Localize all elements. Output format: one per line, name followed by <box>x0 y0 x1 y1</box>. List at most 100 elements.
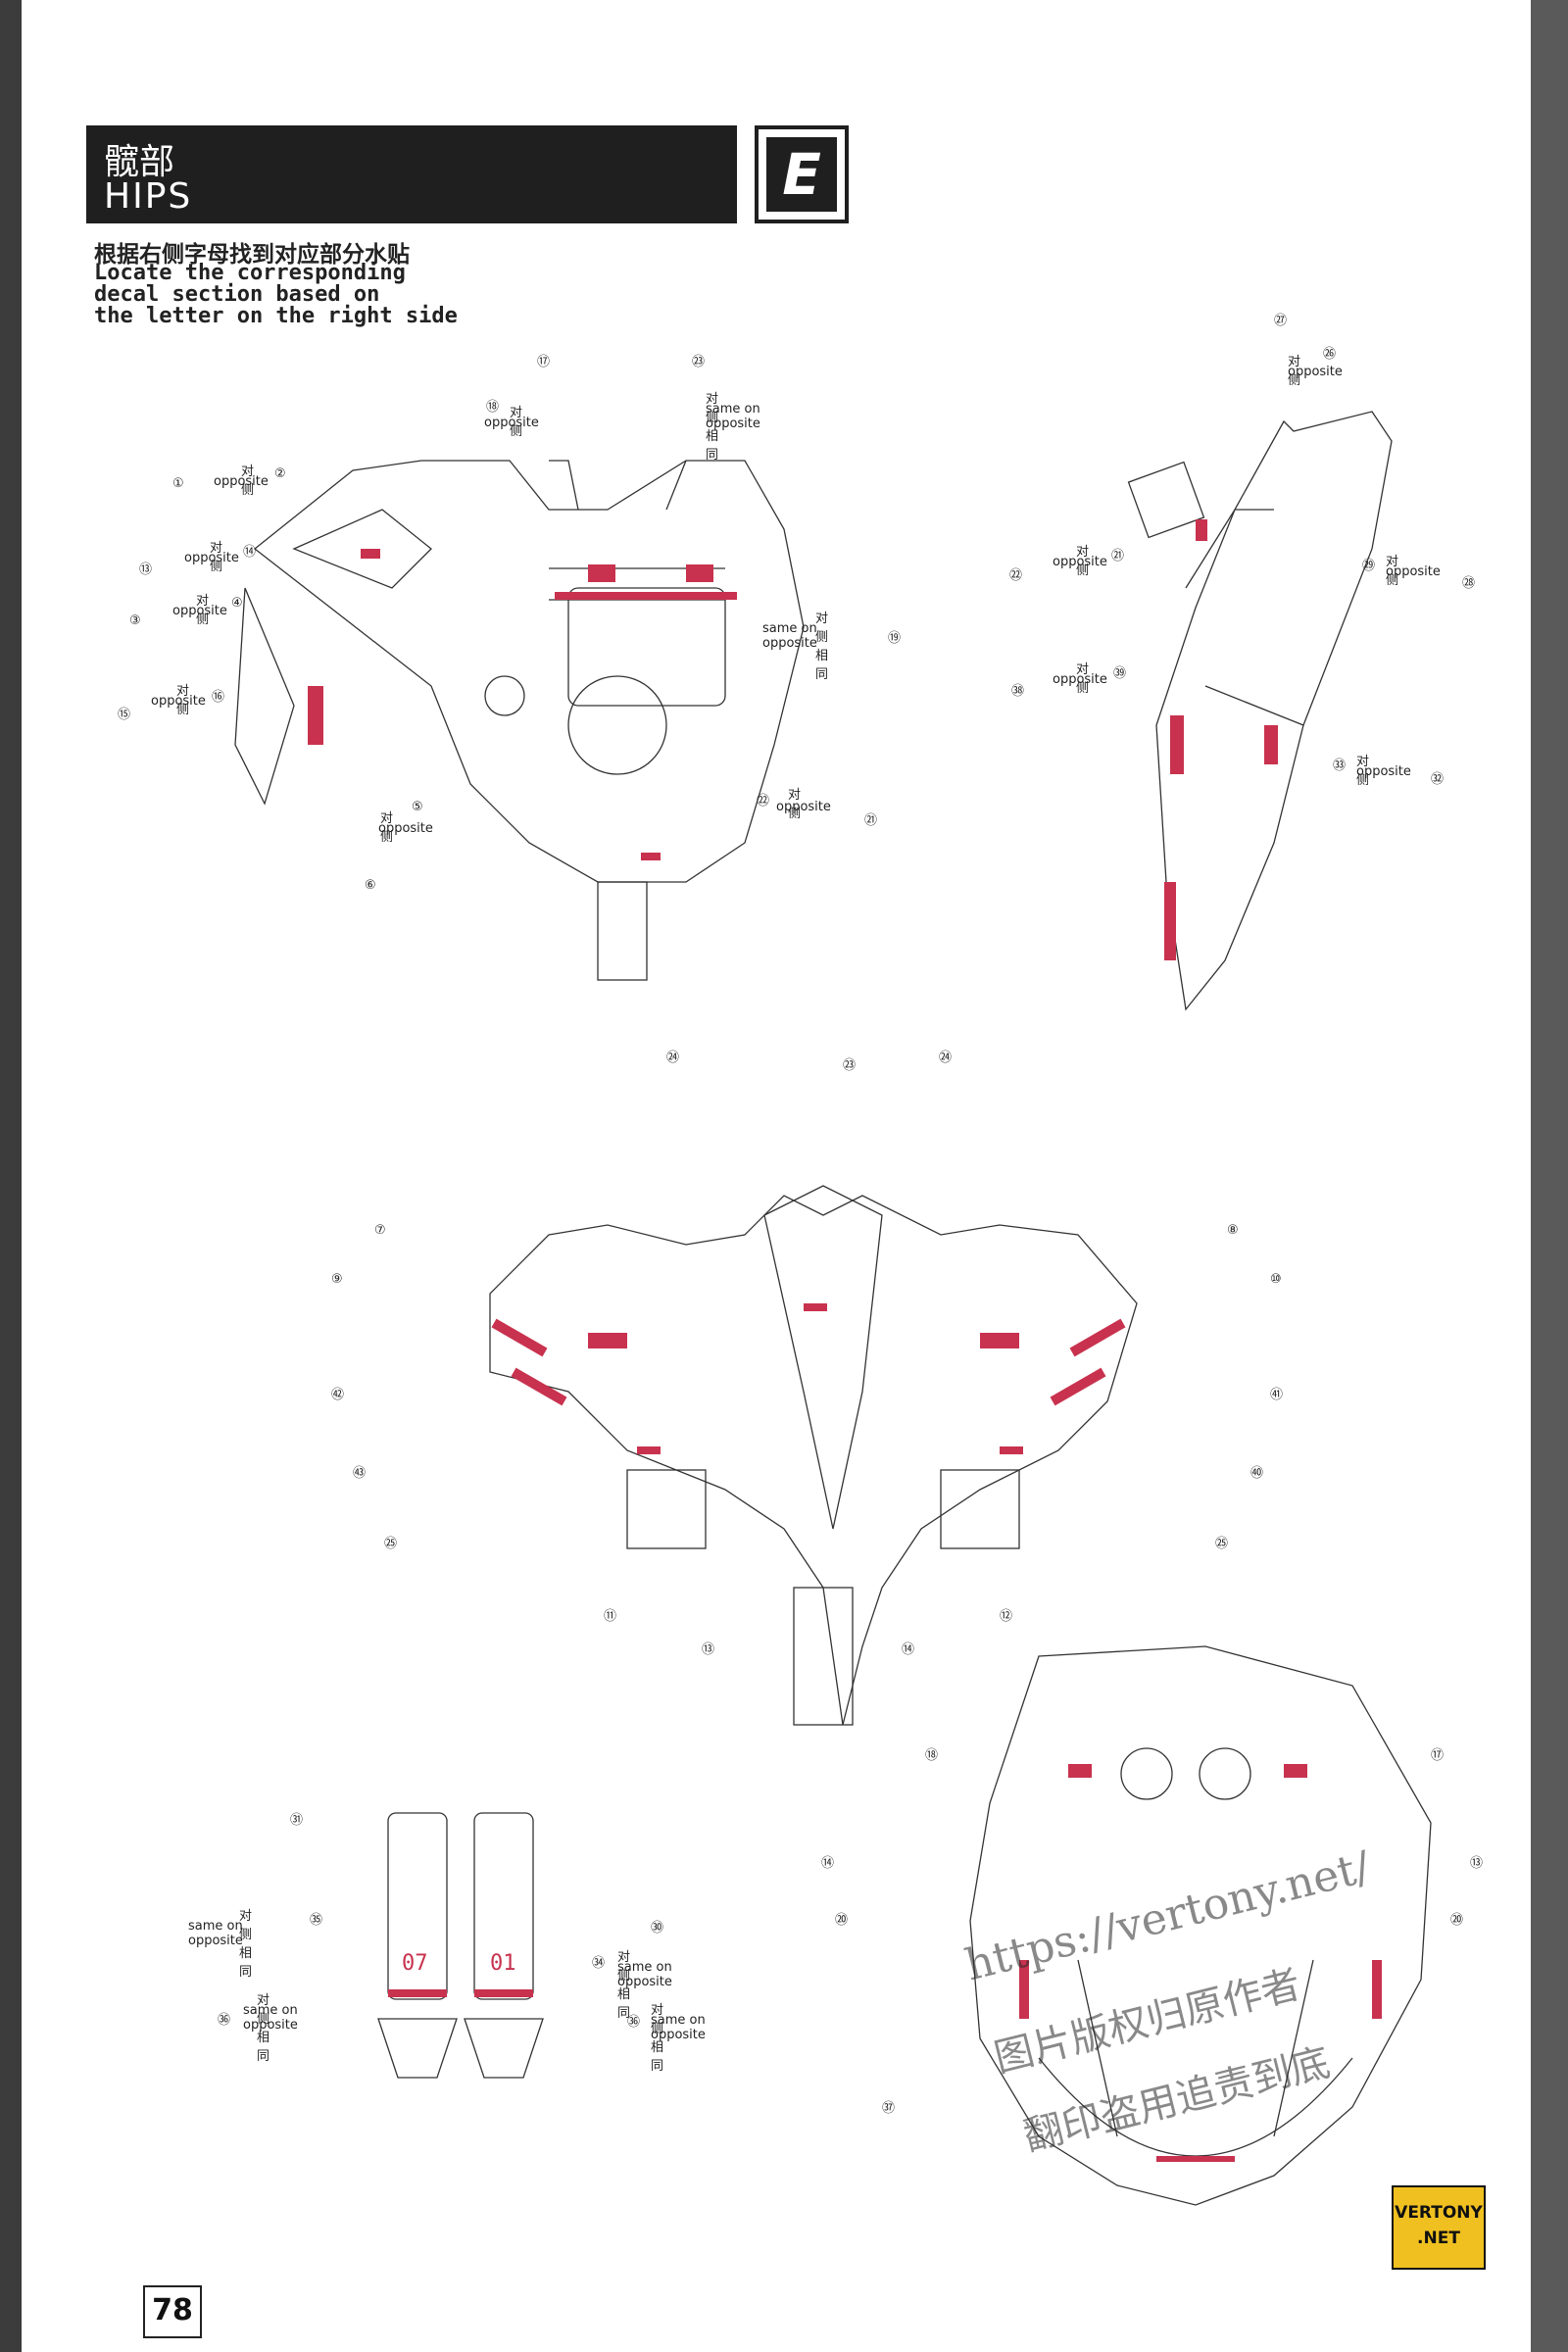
title-chinese: 髋部 <box>104 142 175 182</box>
callout-35: ㉟ <box>310 1913 323 1928</box>
callout-21-label-cn: 对侧 <box>788 788 802 821</box>
center-num: ⑫ <box>1000 1609 1013 1624</box>
instruction-english: Locate the corresponding decal section b… <box>94 261 458 328</box>
center-num: ⑬ <box>702 1642 715 1657</box>
callout-28-label: opposite <box>1386 564 1441 579</box>
logo-line2: .NET <box>1417 2229 1460 2248</box>
center-num: ㉔ <box>666 1051 680 1065</box>
callout-32: ㉜ <box>1431 772 1445 787</box>
callout-21-label: opposite <box>776 800 831 814</box>
callout-35-label: same on opposite <box>188 1919 243 1948</box>
callout-13-label: opposite <box>184 551 239 565</box>
callout-38-pair: ㊴ <box>1113 666 1127 681</box>
center-num: ㉔ <box>939 1051 953 1065</box>
bottom-num: ㉚ <box>651 1921 664 1936</box>
callout-18-label: opposite <box>484 416 539 430</box>
center-num: ㉕ <box>384 1537 398 1551</box>
center-num: ㊸ <box>353 1466 367 1481</box>
callout-15: ⑮ <box>118 708 131 722</box>
callout-22-right-pair: ㉑ <box>1111 549 1125 564</box>
callout-3-label-cn: 对侧 <box>196 594 210 627</box>
callout-38-label-cn: 对侧 <box>1076 662 1090 696</box>
callout-5-pair: ⑥ <box>365 878 376 893</box>
callout-18: ⑱ <box>486 400 500 415</box>
callout-3-pair: ④ <box>231 596 243 611</box>
center-num: ⑭ <box>902 1642 915 1657</box>
callout-17: ⑰ <box>537 355 551 369</box>
callout-22-right-label: opposite <box>1053 555 1107 569</box>
callout-36-right: ㊱ <box>627 2015 641 2030</box>
callout-36-left-label: same on opposite <box>243 2003 298 2033</box>
callout-15-label: opposite <box>151 694 206 709</box>
callout-23-label-cn: 对侧相同 <box>706 392 719 463</box>
hip-underside-decals <box>1019 1764 1382 2162</box>
bottom-num: ⑰ <box>1431 1748 1445 1763</box>
center-num: ⑪ <box>604 1609 617 1624</box>
callout-3-label: opposite <box>172 604 227 618</box>
callout-27-label-cn: 对侧 <box>1288 355 1301 388</box>
vertony-logo: VERTONY .NET <box>1392 2185 1486 2270</box>
callout-32-label-cn: 对侧 <box>1356 755 1370 788</box>
callout-34-label: same on opposite <box>617 1960 672 1989</box>
callout-32-label: opposite <box>1356 764 1411 779</box>
page-number-box: 78 <box>143 2285 202 2338</box>
bottom-num: ㊲ <box>882 2101 896 2116</box>
callout-27: ㉗ <box>1274 314 1288 328</box>
center-num: ⑧ <box>1227 1223 1239 1238</box>
callout-36-right-label-cn: 对侧相同 <box>651 2003 664 2074</box>
callout-36-left-label-cn: 对侧相同 <box>257 1993 270 2064</box>
center-num: ㊵ <box>1250 1466 1264 1481</box>
callout-19-label-cn: 对侧相同 <box>815 612 829 682</box>
callout-38: ㊳ <box>1011 684 1025 699</box>
callout-36-right-label: same on opposite <box>651 2013 706 2042</box>
callout-38-label: opposite <box>1053 672 1107 687</box>
title-english: HIPS <box>104 176 193 217</box>
section-letter: E <box>766 137 837 212</box>
callout-35-label-cn: 对侧相同 <box>239 1909 253 1980</box>
callout-19: ⑲ <box>888 631 902 646</box>
callout-5-label-cn: 对侧 <box>380 811 394 845</box>
bottom-num: ⑬ <box>1470 1856 1484 1871</box>
callout-36-left: ㊱ <box>218 2013 231 2028</box>
callout-1: ① <box>172 476 184 491</box>
callout-18-label-cn: 对侧 <box>510 406 523 439</box>
hip-rear-view <box>489 1185 1138 1726</box>
callout-27-pair: ㉖ <box>1323 347 1337 362</box>
bottom-num: ⑭ <box>821 1856 835 1871</box>
book-spine <box>0 0 22 2352</box>
callout-5: ⑤ <box>412 800 423 814</box>
callout-19-label: same on opposite <box>762 621 817 651</box>
callout-1-label-cn: 对侧 <box>241 465 255 498</box>
tank-right-number: 01 <box>490 1951 516 1976</box>
callout-34: ㉞ <box>592 1956 606 1971</box>
callout-15-label-cn: 对侧 <box>176 684 190 717</box>
hip-front-decals <box>308 549 737 860</box>
manual-page <box>22 0 1531 2352</box>
callout-5-label: opposite <box>378 821 433 836</box>
callout-15-pair: ⑯ <box>212 690 225 705</box>
logo-line1: VERTONY <box>1395 2203 1483 2223</box>
callout-21: ㉑ <box>864 813 878 828</box>
instruction-chinese: 根据右侧字母找到对应部分水贴 <box>94 242 410 268</box>
callout-13-label-cn: 对侧 <box>210 541 223 574</box>
callout-22-right: ㉒ <box>1009 568 1023 583</box>
center-num: ⑦ <box>374 1223 386 1238</box>
bottom-num: ⑳ <box>1450 1913 1464 1928</box>
callout-1-pair: ② <box>274 466 286 481</box>
header-bar <box>86 125 737 223</box>
center-num: ⑩ <box>1270 1272 1282 1287</box>
callout-22-right-label-cn: 对侧 <box>1076 545 1090 578</box>
hip-side-view <box>1127 411 1393 1011</box>
callout-3: ③ <box>129 613 141 628</box>
center-num: ⑨ <box>331 1272 343 1287</box>
center-num: ㉓ <box>843 1058 857 1073</box>
callout-32-pair: ㉝ <box>1333 759 1347 773</box>
callout-28-label-cn: 对侧 <box>1386 555 1399 588</box>
hip-side-decals <box>1164 519 1278 960</box>
bottom-num: ⑱ <box>925 1748 939 1763</box>
center-num: ㊶ <box>1270 1388 1284 1402</box>
callout-34-label-cn: 对侧相同 <box>617 1950 631 2021</box>
center-num: ㊷ <box>331 1388 345 1402</box>
callout-13-pair: ⑭ <box>243 545 257 560</box>
